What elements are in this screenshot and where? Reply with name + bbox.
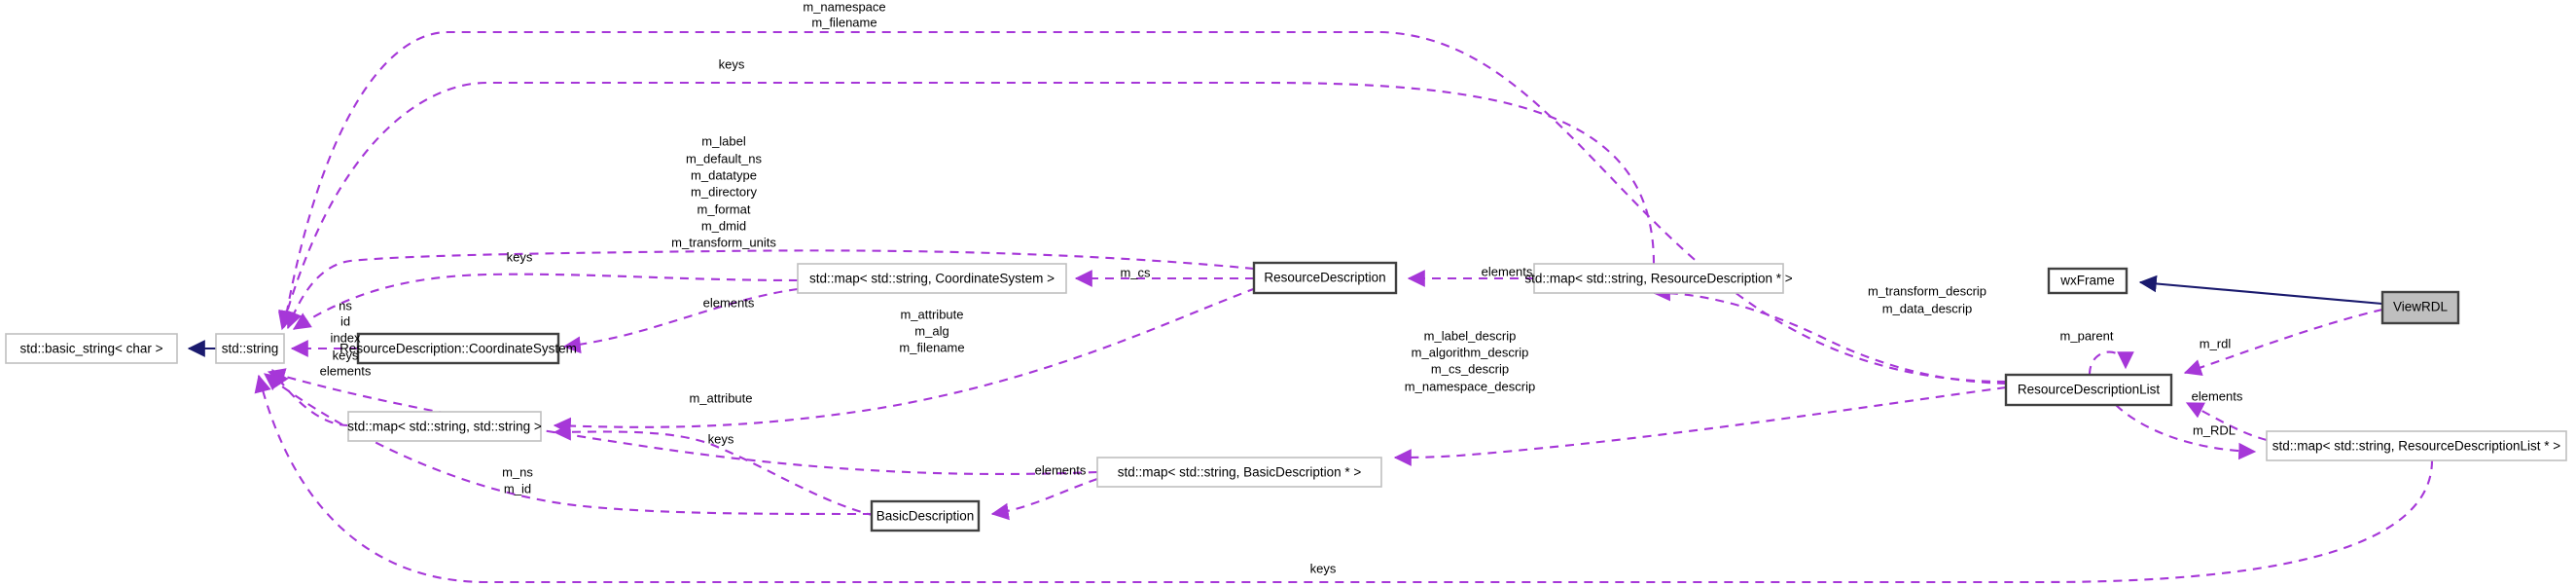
edge-label-m-rdl: m_rdl [2200, 336, 2232, 350]
edge-maprdlist-to-rdlist [2185, 402, 2268, 442]
edge-label-keys-left: keys [333, 348, 359, 362]
node-map-basicdescription-label: std::map< std::string, BasicDescription … [1118, 465, 1362, 480]
edge-label-m-transform-units: m_transform_units [671, 235, 776, 249]
edge-label-m-namespace: m_namespace [803, 0, 885, 14]
edge-label-elements-coordsys: elements [703, 295, 755, 310]
edge-label-m-alg: m_alg [914, 323, 948, 338]
node-coordinatesystem-label: ResourceDescription::CoordinateSystem [340, 342, 577, 356]
edge-label-m-directory: m_directory [691, 184, 757, 199]
edge-rdlist-to-maprdlist [2115, 404, 2257, 460]
edge-mapbd-to-string [267, 368, 1098, 476]
edge-label-id: id [340, 313, 350, 328]
node-basicdescription-label: BasicDescription [877, 509, 975, 524]
node-viewrdl[interactable]: ViewRDL [2380, 290, 2460, 325]
node-resourcedescription-label: ResourceDescription [1264, 271, 1385, 285]
edge-label-m-id: m_id [504, 481, 531, 495]
node-wxframe-label: wxFrame [2059, 274, 2115, 288]
node-basicdescription[interactable]: BasicDescription [870, 499, 981, 532]
edge-maprdlist-to-string [254, 374, 2434, 584]
edge-mapstrstr-to-basicdesc [553, 422, 877, 518]
edge-label-m-label: m_label [701, 133, 746, 148]
edge-rdlist-self-loop [2088, 350, 2134, 376]
edge-label-keys-mid: keys [507, 249, 533, 264]
edge-resdesc-to-string [285, 249, 1255, 330]
edge-basicdesc-to-mapbd [990, 478, 1098, 521]
node-map-string-resourcedescription-ptr[interactable]: std::map< std::string, ResourceDescripti… [1524, 263, 1793, 294]
edge-mapstrstr-to-string [271, 368, 349, 427]
node-map-string-basicdescription-ptr[interactable]: std::map< std::string, BasicDescription … [1096, 457, 1382, 488]
node-basic-string-label: std::basic_string< char > [19, 342, 162, 356]
node-map-string-string[interactable]: std::map< std::string, std::string > [347, 411, 542, 442]
node-map-string-resourcedescriptionlist-ptr[interactable]: std::map< std::string, ResourceDescripti… [2266, 430, 2567, 461]
edge-label-ns: ns [339, 298, 352, 312]
edge-label-elements-rdlist: elements [2192, 388, 2243, 403]
edge-label-m-namespace-descrip: m_namespace_descrip [1405, 379, 1535, 393]
edge-labels-layer: m_namespace m_filename keys m_label m_de… [320, 0, 2243, 575]
edge-label-elements-resdesc: elements [1482, 264, 1533, 278]
node-resourcedescription[interactable]: ResourceDescription [1252, 261, 1398, 295]
edge-viewrdl-to-wxframe [2138, 275, 2383, 306]
edge-label-m-parent: m_parent [2060, 328, 2114, 343]
edge-coordsys-to-mapcs [562, 287, 799, 354]
edge-label-m-ns: m_ns [502, 464, 533, 479]
node-string[interactable]: std::string [215, 333, 285, 364]
edge-label-elements-left: elements [320, 363, 372, 378]
node-string-label: std::string [222, 342, 279, 356]
edge-label-m-attribute-basicdesc: m_attribute [689, 390, 752, 405]
node-resourcedescriptionlist[interactable]: ResourceDescriptionList [2004, 373, 2173, 407]
edge-label-index: index [330, 330, 361, 345]
edge-label-keys-bottom: keys [1310, 561, 1337, 575]
edge-label-m-format: m_format [698, 202, 751, 216]
edge-label-m-data-descrip: m_data_descrip [1882, 301, 1973, 315]
edge-label-m-filename-resdesc: m_filename [899, 340, 964, 354]
edge-label-keys-top: keys [719, 56, 745, 71]
edge-label-m-label-descrip: m_label_descrip [1424, 328, 1517, 343]
edge-label-m-dmid: m_dmid [701, 218, 746, 233]
node-wxframe[interactable]: wxFrame [2047, 267, 2129, 295]
edge-maprd-to-rdlist [1652, 283, 2007, 385]
node-map-resourcedescription-label: std::map< std::string, ResourceDescripti… [1524, 272, 1792, 286]
node-map-string-coordinatesystem[interactable]: std::map< std::string, CoordinateSystem … [797, 263, 1067, 294]
edge-label-m-default-ns: m_default_ns [686, 151, 763, 165]
node-basic-string[interactable]: std::basic_string< char > [5, 333, 178, 364]
edges-layer [187, 30, 2434, 584]
edge-label-m-RDL: m_RDL [2193, 422, 2236, 437]
nodes-layer: std::basic_string< char > std::string Re… [5, 261, 2567, 532]
edge-mapstrstr-to-resdesc [553, 287, 1257, 435]
edge-mapcs-to-string [292, 273, 799, 330]
edge-label-m-filename-top: m_filename [811, 15, 877, 29]
edge-label-m-cs: m_cs [1120, 265, 1151, 279]
node-map-resourcedescriptionlist-label: std::map< std::string, ResourceDescripti… [2272, 439, 2560, 454]
node-resourcedescription-coordinatesystem[interactable]: ResourceDescription::CoordinateSystem [340, 332, 577, 365]
edge-maprd-to-string [278, 81, 1656, 331]
edge-rdlist-to-string [278, 30, 2007, 384]
edge-label-m-datatype: m_datatype [691, 167, 757, 182]
node-viewrdl-label: ViewRDL [2393, 300, 2449, 314]
node-map-coordinatesystem-label: std::map< std::string, CoordinateSystem … [809, 272, 1055, 286]
edge-label-m-transform-descrip: m_transform_descrip [1868, 283, 1986, 298]
edge-label-elements-basicdesc: elements [1035, 462, 1087, 477]
edge-label-m-attribute-resdesc: m_attribute [900, 307, 963, 321]
node-resourcedescriptionlist-label: ResourceDescriptionList [2018, 383, 2161, 397]
edge-mapbd-to-rdlist [1393, 385, 2007, 466]
edge-label-m-algorithm-descrip: m_algorithm_descrip [1412, 345, 1529, 359]
edge-label-keys-basicdesc: keys [708, 431, 734, 446]
edge-label-m-cs-descrip: m_cs_descrip [1431, 361, 1509, 376]
node-map-string-string-label: std::map< std::string, std::string > [347, 420, 542, 434]
